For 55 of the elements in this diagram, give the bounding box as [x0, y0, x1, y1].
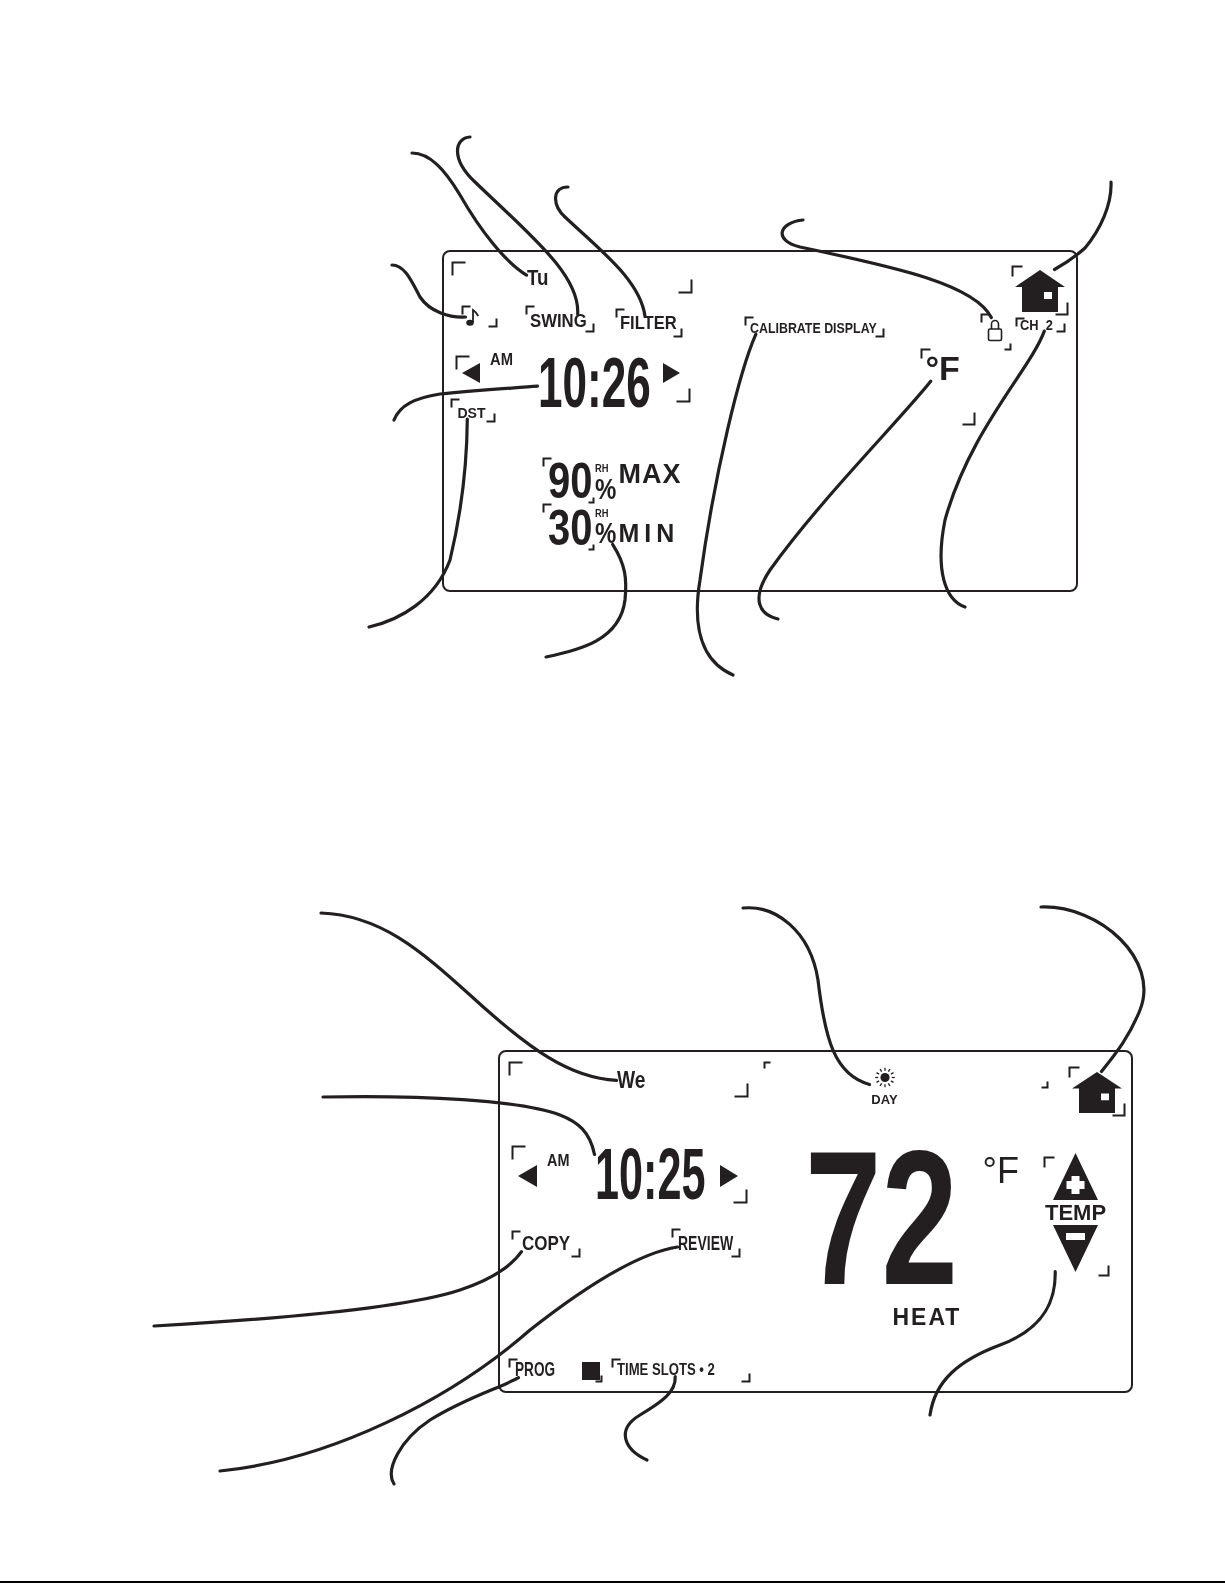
- min-text: MIN: [618, 524, 680, 544]
- leader-line: [695, 332, 758, 677]
- calibrate-text: CALIBRATE DISPLAY: [749, 322, 877, 335]
- am-text: AM: [489, 354, 513, 367]
- humidity-digits: 90: [547, 461, 592, 501]
- leader-line: [455, 135, 580, 316]
- temperature-digits: 72: [804, 1143, 958, 1293]
- dst-text: DST: [457, 408, 486, 420]
- padlock-icon: [986, 317, 1003, 342]
- review-text: REVIEW: [677, 1236, 733, 1252]
- copy-text: COPY: [521, 1236, 570, 1252]
- day-text: Tu: [526, 269, 548, 287]
- leader-line: [390, 263, 468, 319]
- swing-text: SWING: [529, 314, 587, 329]
- percent-sign: %: [594, 476, 616, 501]
- rh-text: RH: [594, 464, 608, 473]
- time-digits: 10:25: [594, 1146, 705, 1203]
- leader-line: [389, 1376, 521, 1486]
- temp-text: TEMP: [1044, 1203, 1107, 1221]
- leader-line: [392, 384, 540, 422]
- house-icon: [1071, 1071, 1122, 1113]
- leader-line: [410, 151, 529, 277]
- leader-line: [319, 911, 619, 1082]
- leader-line: [152, 1250, 524, 1328]
- music-note-icon: [465, 308, 479, 326]
- leader-line: [1039, 905, 1146, 1074]
- lcd-screen: [442, 250, 1078, 592]
- leader-line: [554, 185, 647, 318]
- am-text: AM: [546, 1154, 569, 1168]
- house-icon: [1014, 269, 1065, 312]
- filter-text: FILTER: [619, 316, 677, 331]
- leader-line: [218, 1245, 680, 1473]
- channel-text: CH 2: [1019, 320, 1053, 332]
- unit-text: °F: [982, 1156, 1019, 1185]
- percent-sign: %: [594, 520, 616, 545]
- leader-line: [544, 542, 628, 659]
- mode-text: HEAT: [892, 1309, 962, 1327]
- leader-line: [367, 417, 469, 629]
- leader-line: [939, 329, 1046, 609]
- time-digits: 10:26: [537, 356, 651, 411]
- day-text: We: [616, 1071, 645, 1090]
- leader-line: [757, 379, 933, 621]
- leader-line: [780, 218, 993, 320]
- leader-line: [741, 906, 872, 1087]
- period-text: DAY: [871, 1094, 898, 1105]
- humidity-digits: 30: [547, 508, 592, 548]
- leader-line: [623, 1375, 677, 1462]
- max-text: MAX: [618, 463, 682, 485]
- prog-text: PROG: [514, 1362, 555, 1378]
- leader-line: [1052, 180, 1113, 272]
- rh-text: RH: [594, 509, 608, 518]
- leader-line: [928, 1270, 1057, 1417]
- leader-line: [321, 1095, 597, 1157]
- unit-text: °F: [925, 354, 960, 382]
- time-slots-text: TIME SLOTS • 2: [616, 1364, 715, 1377]
